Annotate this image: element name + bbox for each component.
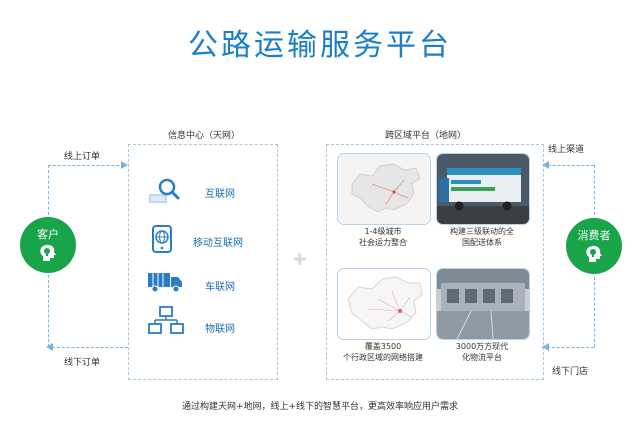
card-caption-2-line-1: 构建三级联动的全: [450, 227, 514, 236]
card-caption-2: 构建三级联动的全 国配送体系: [436, 226, 528, 248]
search-icon: [149, 178, 180, 203]
footer-text: 通过构建天网+地网，线上+线下的智慧平台，更高效率响应用户需求: [181, 402, 459, 412]
head-bulb-icon: [586, 245, 602, 262]
card-warehouse-photo: [436, 268, 530, 340]
arrow-left-icon: [46, 343, 53, 351]
card-caption-2-line-2: 国配送体系: [462, 238, 502, 247]
arrow-left-icon: [542, 343, 549, 351]
vehicle-network-label: 车联网: [205, 282, 235, 293]
consumer-node: 消费者: [566, 218, 622, 274]
china-network-map-image: [338, 269, 430, 339]
flow-line-right-top: [594, 165, 595, 215]
card-caption-3-line-1: 覆盖3500: [364, 342, 402, 351]
mobile-globe-icon: [152, 225, 172, 253]
consumer-label: 消费者: [577, 229, 611, 242]
card-truck-photo: [436, 153, 530, 225]
card-caption-4: 3000万方现代 化物流平台: [436, 341, 528, 363]
info-center-panel: [128, 144, 278, 380]
iot-label: 物联网: [205, 324, 235, 335]
online-channel-label: 线上渠道: [548, 145, 585, 155]
customer-node: 客户: [20, 217, 76, 273]
head-bulb-icon: [40, 244, 56, 261]
flow-line-offline-order: [52, 347, 128, 348]
cross-region-panel: [326, 144, 544, 380]
card-caption-1-line-2: 社会运力整合: [359, 238, 407, 247]
flow-line-left-bottom: [48, 275, 49, 347]
flow-line-online-order: [48, 165, 124, 166]
left-panel-label: 信息中心（天网）: [168, 131, 241, 141]
flow-line-right-bottom: [594, 277, 595, 347]
card-network-map: [337, 268, 431, 340]
network-icon: [148, 306, 184, 334]
online-order-label: 线上订单: [64, 152, 101, 162]
card-caption-1: 1-4级城市 社会运力整合: [337, 226, 429, 248]
page-title: 公路运输服务平台: [188, 28, 452, 63]
card-caption-1-line-1: 1-4级城市: [364, 227, 402, 236]
mobile-internet-label: 移动互联网: [193, 238, 243, 249]
china-map-image: [338, 154, 430, 224]
warehouse-image: [437, 269, 529, 339]
offline-order-label: 线下订单: [64, 358, 101, 368]
flow-line-left-top: [48, 165, 49, 215]
truck-icon: [148, 273, 182, 293]
arrow-right-icon: [121, 161, 128, 169]
offline-store-label: 线下门店: [552, 367, 589, 377]
flow-line-online-channel: [548, 165, 594, 166]
arrow-left-icon: [542, 161, 549, 169]
right-panel-label: 跨区域平台（地网）: [385, 131, 467, 141]
card-caption-4-line-2: 化物流平台: [462, 353, 502, 362]
internet-label: 互联网: [205, 189, 235, 200]
flow-line-offline-store: [542, 347, 594, 348]
delivery-truck-image: [437, 154, 529, 224]
card-caption-3-line-2: 个行政区域的网络搭建: [343, 353, 423, 362]
plus-mark: ✚: [293, 250, 307, 269]
customer-label: 客户: [37, 228, 59, 241]
card-caption-4-line-1: 3000万方现代: [455, 342, 509, 351]
card-china-map: [337, 153, 431, 225]
card-caption-3: 覆盖3500 个行政区域的网络搭建: [330, 341, 436, 363]
